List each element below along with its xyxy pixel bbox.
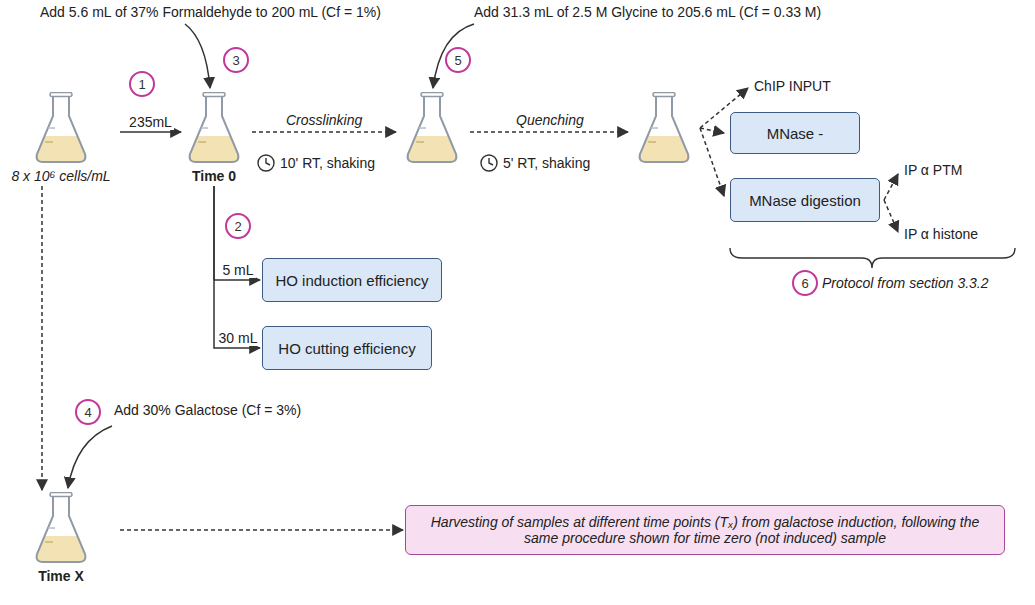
process-arrow [700,128,724,196]
connector-arrow [214,186,260,280]
node-text: MNase digestion [749,192,861,209]
bracket [730,248,1015,268]
annotation-text: 5' RT, shaking [503,155,590,171]
flask-node: Time X [4,492,118,584]
clock-icon [258,155,274,171]
process-arrow [884,174,898,200]
connector-arrow [214,186,260,348]
process-box: MNase - [730,112,860,154]
annotation-text: Crosslinking [286,112,362,128]
node-text: HO induction efficiency [275,272,428,289]
edge-label: 30 mL [217,330,260,346]
annotation-text: IP α PTM [904,162,962,178]
callout-number: 5 [445,47,471,73]
node-text: MNase - [767,125,824,142]
annotation-text: Add 31.3 mL of 2.5 M Glycine to 205.6 mL… [474,4,821,20]
annotation-text: IP α histone [904,226,978,242]
edge-label: 235mL [127,114,174,130]
annotation-text: Protocol from section 3.3.2 [822,275,989,291]
connector-arrow [41,186,43,490]
process-box: HO induction efficiency [262,258,442,302]
annotation-text: 10' RT, shaking [280,155,375,171]
node-text: 8 x 10⁶ cells/mL [4,168,118,184]
annotation-text: Add 30% Galactose (Cf = 3%) [114,402,301,418]
process-arrow [470,131,628,133]
callout-number: 3 [223,47,249,73]
connector-arrow [120,131,181,133]
addition-arrow [433,24,474,88]
process-arrow [884,200,898,232]
node-text: Harvesting of samples at different time … [420,514,990,546]
node-text: Time X [4,568,118,584]
flask-node: Time 0 [183,92,245,184]
callout-number: 1 [129,71,155,97]
annotation-text: ChIP INPUT [754,78,831,94]
flask-icon [640,93,689,163]
flask-icon [186,92,242,164]
callout-number: 2 [225,213,251,239]
edge-label: 5 mL [220,262,255,278]
process-arrow [700,128,724,133]
annotation-text: Add 5.6 mL of 37% Formaldehyde to 200 mL… [40,4,381,20]
flask-node: 8 x 10⁶ cells/mL [4,92,118,184]
addition-arrow [68,426,112,488]
process-box: HO cutting efficiency [262,326,432,370]
connector-arrow [120,529,403,531]
flask-icon [33,92,89,164]
flask-icon [408,93,457,163]
process-arrow [252,131,396,133]
addition-arrow [185,24,210,88]
process-box: MNase digestion [730,178,880,222]
callout-number: 6 [792,270,818,296]
node-text: HO cutting efficiency [278,340,415,357]
flask-icon [33,492,89,564]
note-box: Harvesting of samples at different time … [405,505,1005,555]
clock-icon [481,155,497,171]
node-text: Time 0 [183,168,245,184]
annotation-text: Quenching [516,112,584,128]
callout-number: 4 [75,399,101,425]
